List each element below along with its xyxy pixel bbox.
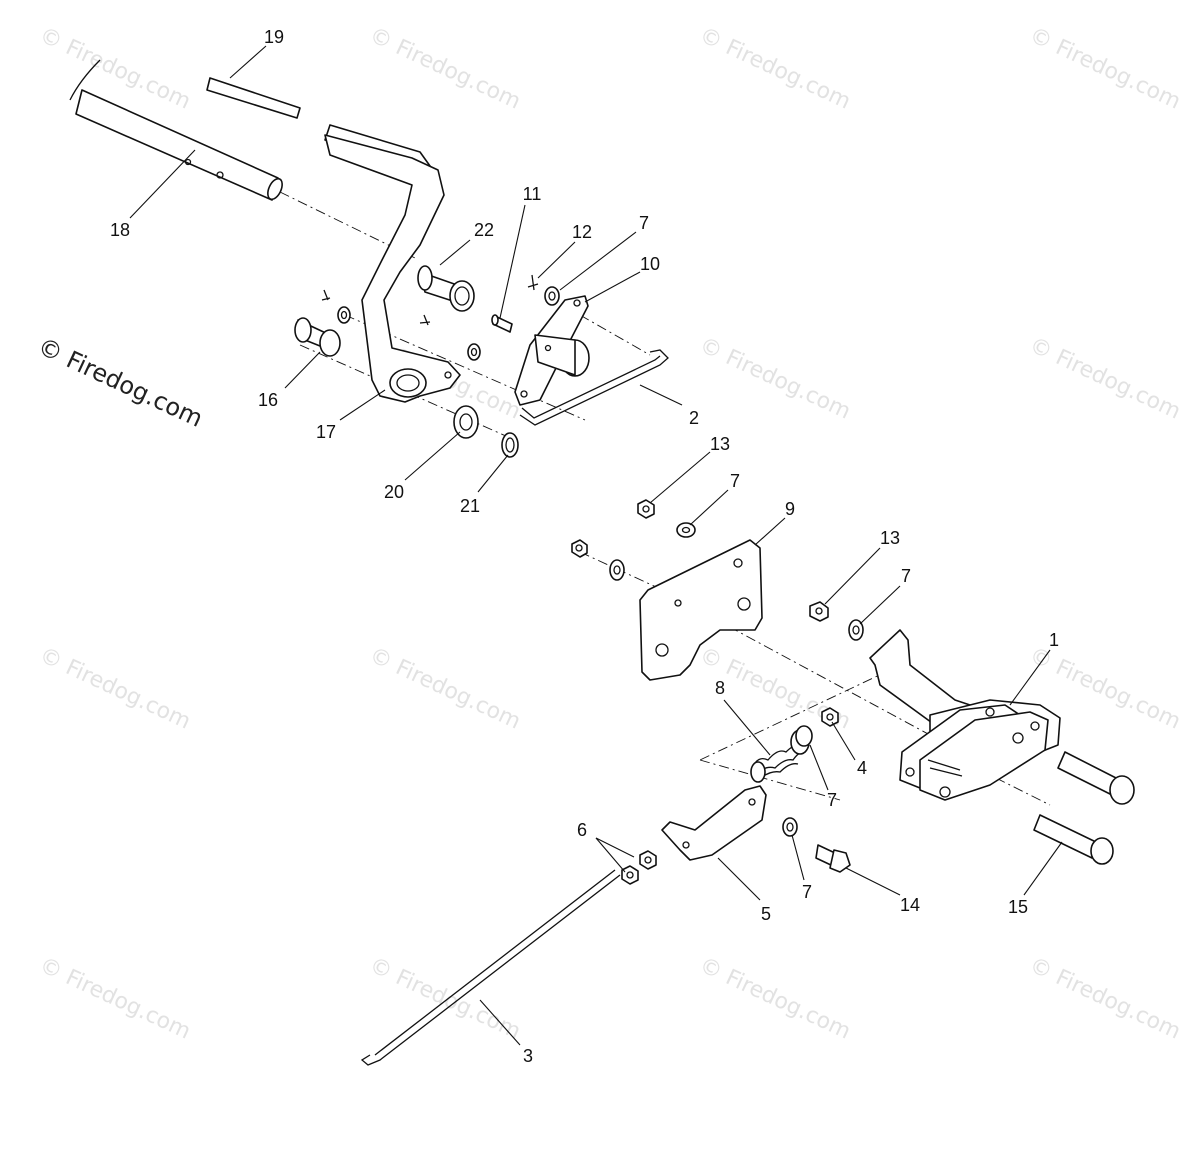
watermark: © Firedog.com <box>365 643 524 735</box>
callout-11: 11 <box>523 184 542 204</box>
callout-21: 21 <box>460 496 480 516</box>
fasteners-middle <box>571 499 696 581</box>
part-3-rod <box>360 869 621 1066</box>
callout-13: 13 <box>880 528 900 548</box>
part-16-bushing <box>294 317 341 357</box>
part-5-bracket <box>661 785 767 861</box>
callout-20: 20 <box>384 482 404 502</box>
callout-4: 4 <box>857 758 867 778</box>
callout-7: 7 <box>802 882 812 902</box>
watermark: © Firedog.com <box>695 333 854 425</box>
callout-7: 7 <box>901 566 911 586</box>
callout-22: 22 <box>474 220 494 240</box>
part-6-nuts <box>621 850 657 885</box>
washers-upper <box>337 286 560 361</box>
callout-19: 19 <box>264 27 284 47</box>
callout-15: 15 <box>1008 897 1028 917</box>
part-9-plate <box>639 539 763 681</box>
watermark: © Firedog.com <box>35 953 194 1045</box>
watermark-layer: © Firedog.com © Firedog.com © Firedog.co… <box>33 23 1180 1045</box>
leader-lines <box>129 45 1063 1046</box>
watermark: © Firedog.com <box>35 643 194 735</box>
part-20-washer <box>453 405 479 439</box>
part-22-bushing <box>417 265 475 312</box>
callout-18: 18 <box>110 220 130 240</box>
callout-13: 13 <box>710 434 730 454</box>
callout-12: 12 <box>572 222 592 242</box>
callout-17: 17 <box>316 422 336 442</box>
callout-6: 6 <box>577 820 587 840</box>
callout-7: 7 <box>639 213 649 233</box>
callout-8: 8 <box>715 678 725 698</box>
part-14-bolt <box>782 817 851 873</box>
part-11-pin <box>491 314 513 333</box>
callout-14: 14 <box>900 895 920 915</box>
part-15-bolts <box>1033 751 1135 865</box>
fasteners-right <box>809 601 864 641</box>
watermark: © Firedog.com <box>365 23 524 115</box>
cotter-pins <box>321 274 539 326</box>
watermark: © Firedog.com <box>35 23 194 115</box>
callout-3: 3 <box>523 1046 533 1066</box>
watermark-prominent: © Firedog.com <box>33 332 207 433</box>
part-18-tube <box>69 59 283 201</box>
watermark: © Firedog.com <box>695 953 854 1045</box>
part-17-pedal-arm <box>324 134 461 403</box>
callout-1: 1 <box>1049 630 1059 650</box>
callout-10: 10 <box>640 254 660 274</box>
callout-16: 16 <box>258 390 278 410</box>
callout-labels: 19 18 22 11 12 7 10 16 17 2 20 21 13 7 9… <box>110 27 1059 1066</box>
callout-9: 9 <box>785 499 795 519</box>
part-1-caliper-assembly <box>869 629 1061 801</box>
watermark: © Firedog.com <box>1025 333 1180 425</box>
part-4-nut <box>795 707 839 747</box>
watermark: © Firedog.com <box>695 23 854 115</box>
part-2-rod <box>519 349 669 426</box>
callout-2: 2 <box>689 408 699 428</box>
part-10-lever <box>514 295 590 406</box>
watermark: © Firedog.com <box>1025 23 1180 115</box>
callout-7: 7 <box>827 790 837 810</box>
callout-5: 5 <box>761 904 771 924</box>
callout-7: 7 <box>730 471 740 491</box>
part-21-snap-ring <box>501 432 519 458</box>
watermark: © Firedog.com <box>1025 953 1180 1045</box>
